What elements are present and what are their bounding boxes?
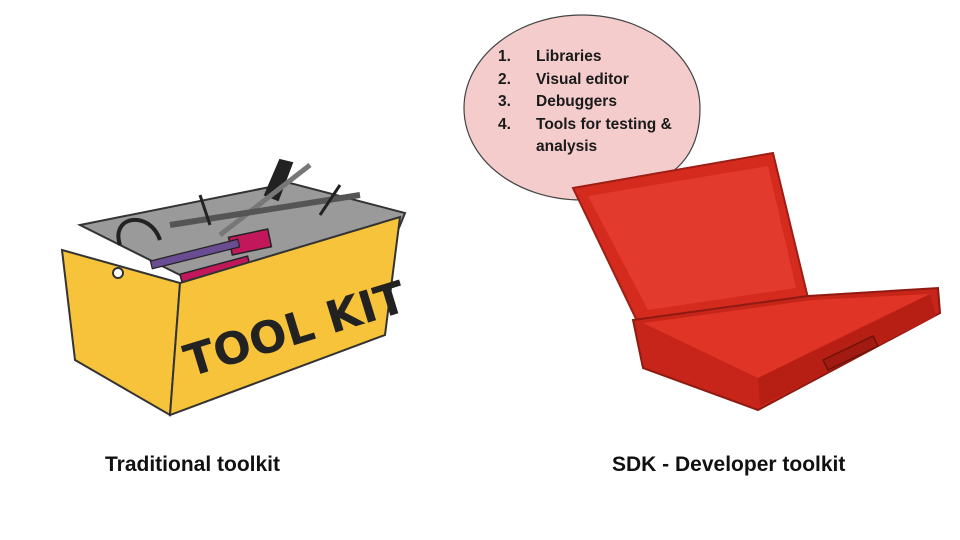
toolbox-illustration: TOOL KIT	[60, 155, 412, 420]
list-item: 3.Debuggers	[498, 93, 617, 110]
traditional-toolkit-caption: Traditional toolkit	[105, 453, 281, 476]
list-item: 1.Libraries	[498, 48, 602, 65]
list-item: 4.Tools for testing & analysis	[498, 115, 672, 156]
sdk-components-list: 1.Libraries 2.Visual editor 3.Debuggers …	[488, 46, 688, 159]
sdk-toolkit-caption: SDK - Developer toolkit	[612, 453, 846, 476]
speech-bubble: 1.Libraries 2.Visual editor 3.Debuggers …	[462, 12, 702, 212]
list-item: 2.Visual editor	[498, 70, 629, 88]
red-case-illustration	[568, 148, 943, 413]
